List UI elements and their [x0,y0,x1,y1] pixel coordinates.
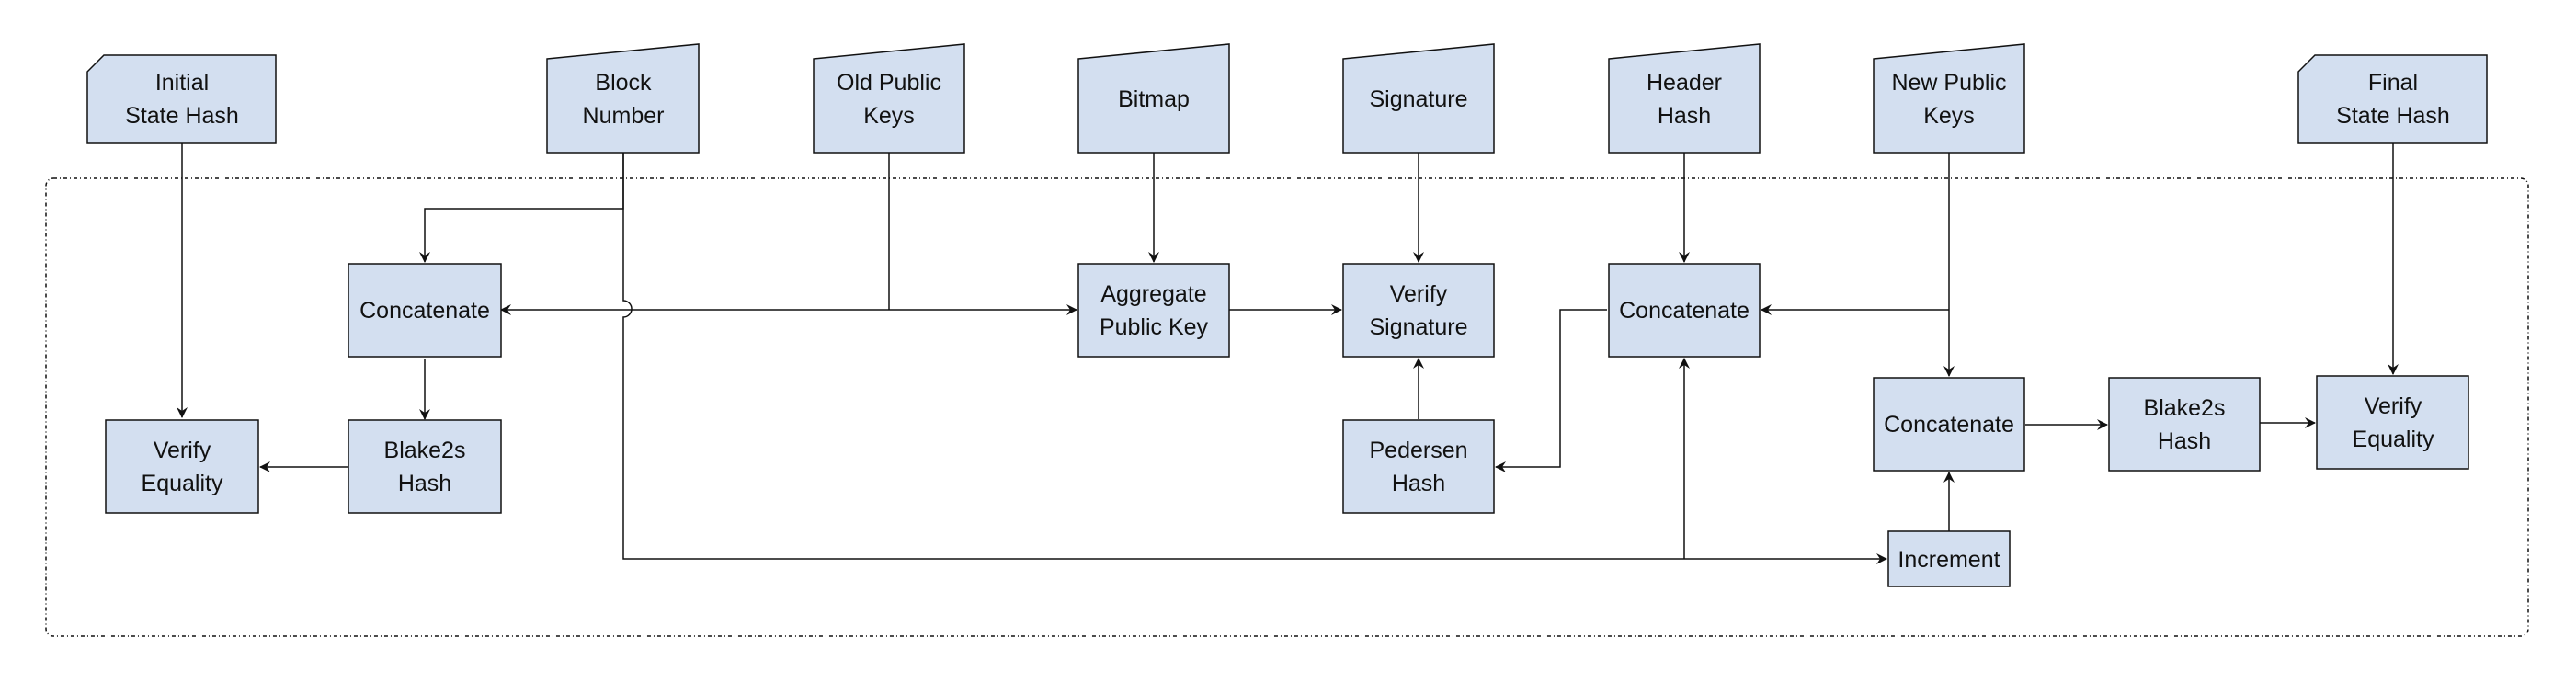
node-verify-equality-final: Verify Equality [2316,375,2469,470]
input-label-line: Bitmap [1118,86,1190,112]
input-final-state-hash: Final State Hash [2297,54,2488,144]
node-aggregate-public-key: Aggregate Public Key [1077,263,1230,358]
input-label-line: Old Public [837,70,941,96]
node-increment: Increment [1887,530,2011,587]
node-concatenate-old-keys: Concatenate [348,263,502,358]
node-label-line: Concatenate [359,298,490,324]
input-label-line: Keys [1923,103,1975,129]
node-verify-equality-initial: Verify Equality [105,419,259,514]
input-label-line: Hash [1658,103,1711,129]
input-block-number: Block Number [546,43,700,154]
input-label-line: Signature [1369,86,1467,112]
node-blake2s-hash-initial: Blake2s Hash [348,419,502,514]
input-label-line: Block [595,70,652,96]
node-label-line: Hash [2158,428,2211,454]
node-concatenate-header: Concatenate [1608,263,1761,358]
input-label-line: State Hash [125,103,239,129]
node-label-line: Aggregate [1100,281,1206,307]
node-label-line: Verify [1390,281,1448,307]
input-old-public-keys: Old Public Keys [813,43,965,154]
edges [177,143,2399,564]
node-blake2s-hash-final: Blake2s Hash [2108,377,2261,472]
input-label-line: Number [583,103,665,129]
node-label-line: Blake2s [384,438,466,463]
input-label-line: Header [1647,70,1722,96]
input-label-line: Final [2368,70,2418,96]
edge-concatenate-to-pedersen [1495,309,1607,472]
input-signature: Signature [1342,43,1495,154]
input-label-line: State Hash [2336,103,2450,129]
node-label-line: Verify [154,438,211,463]
node-label-line: Equality [142,471,223,496]
node-label-line: Verify [2365,393,2422,419]
input-label-line: Keys [863,103,915,129]
node-label-line: Concatenate [1884,412,2014,438]
node-label-line: Hash [398,471,451,496]
node-label-line: Pedersen [1369,438,1467,463]
input-label-line: Initial [155,70,209,96]
node-label-line: Equality [2353,427,2434,452]
input-header-hash: Header Hash [1608,43,1761,154]
input-new-public-keys: New Public Keys [1873,43,2025,154]
node-verify-signature: Verify Signature [1342,263,1495,358]
node-label-line: Increment [1898,547,2000,573]
node-label-line: Blake2s [2144,395,2226,421]
node-label-line: Hash [1392,471,1445,496]
node-label-line: Concatenate [1619,298,1750,324]
input-initial-state-hash: Initial State Hash [86,54,277,144]
node-label-line: Signature [1369,314,1467,340]
input-label-line: New Public [1891,70,2006,96]
node-concatenate-new-keys: Concatenate [1873,377,2025,472]
node-label-line: Public Key [1100,314,1209,340]
edge-block-to-concatenate [419,153,624,263]
circuit-boundary [45,177,2529,637]
input-bitmap: Bitmap [1077,43,1230,154]
node-pedersen-hash: Pedersen Hash [1342,419,1495,514]
